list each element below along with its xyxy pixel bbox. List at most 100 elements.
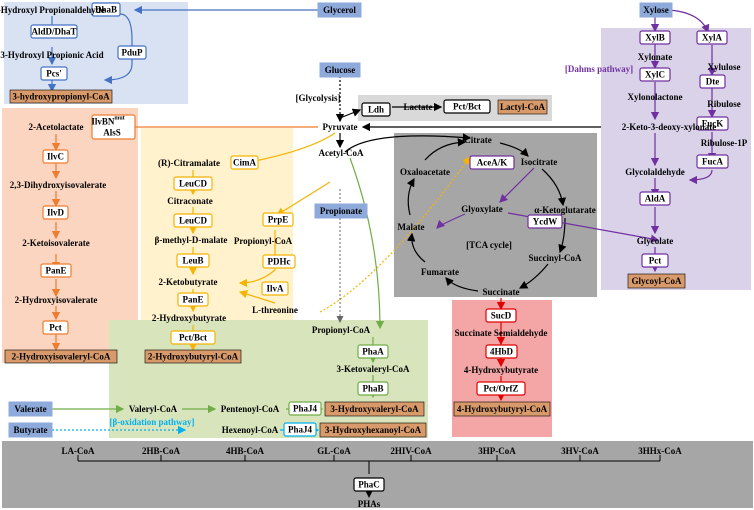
enzyme-phaj4-a: PhaJ4 xyxy=(293,404,318,414)
pct-bct-hb-box xyxy=(170,330,216,345)
edges-glycolysis xyxy=(335,76,601,153)
node-dhiv: 2,3-Dihydroxyisovalerate xyxy=(10,180,107,190)
hp-coa-box xyxy=(9,89,113,104)
node-glycolate: Glycolate xyxy=(637,236,674,246)
leucd-a-box xyxy=(173,176,213,191)
node-glycolysis: [Glycolysis] xyxy=(296,93,341,103)
dhab-box xyxy=(91,2,121,17)
enzyme-dhab: DhaB xyxy=(95,5,117,15)
enzyme-pdup: PduP xyxy=(121,48,143,58)
node-phas: PHAs xyxy=(358,499,381,509)
node-mdm: β-methyl-D-malate xyxy=(155,235,228,245)
edges-2hiv xyxy=(51,122,318,352)
node-beta-ox: [β-oxidation pathway] xyxy=(110,417,195,427)
node-kiv: 2-Ketoisovalerate xyxy=(22,238,89,248)
ilvd-box xyxy=(42,205,69,220)
node-pentenoyl-coa: Pentenoyl-CoA xyxy=(221,404,280,414)
alda-box xyxy=(639,191,671,206)
node-citramalate: (R)-Citramalate xyxy=(158,158,220,168)
valerate-box xyxy=(8,401,53,417)
node-hb4: 4-Hydroxybutyrate xyxy=(464,365,538,375)
enzyme-pct-gly: Pct xyxy=(649,256,662,266)
node-hb4-coa-s: 4HB-CoA xyxy=(226,446,265,456)
enzyme-pct-bct-lac: Pct/Bct xyxy=(453,102,481,112)
node-fumarate: Fumarate xyxy=(421,267,459,277)
enzyme-pct-a: Pct xyxy=(49,323,62,333)
node-hexenoyl-coa: Hexenoyl-CoA xyxy=(222,425,279,435)
phaa-box xyxy=(357,344,389,359)
ilva-box xyxy=(261,281,289,296)
glucose-box xyxy=(319,62,361,78)
enzyme-pcs: Pcs' xyxy=(46,69,62,79)
fuca-box xyxy=(696,154,729,169)
node-ribulose1p: Ribulose-1P xyxy=(701,138,748,148)
pdhc-box xyxy=(262,254,296,269)
phaj4-a-box xyxy=(288,401,322,416)
node-glyoxylate: Glyoxylate xyxy=(461,204,503,214)
node-oxaloacetate: Oxaloacetate xyxy=(400,167,450,177)
node-glycerol: Glycerol xyxy=(323,5,356,15)
leucd-b-box xyxy=(173,213,213,228)
node-lactyl-coa: Lactyl-CoA xyxy=(500,102,545,112)
node-acetolactate: 2-Acetolactate xyxy=(29,122,84,132)
pct-bct-lac-box xyxy=(443,99,491,114)
pcs-box xyxy=(40,66,68,81)
xylc-box xyxy=(639,67,671,82)
enzyme-boxes xyxy=(30,2,729,492)
prpe-box xyxy=(262,212,294,227)
panel-3hp xyxy=(4,2,188,104)
node-glucose: Glucose xyxy=(325,65,356,75)
enzyme-pdhc: PDHc xyxy=(268,257,291,267)
acea-box xyxy=(469,155,515,170)
ldh-box xyxy=(361,102,391,117)
enzyme-pct-orfz: Pct/OrfZ xyxy=(484,384,519,394)
node-hb4-coa: 4-Hydroxybutyryl-CoA xyxy=(457,404,548,414)
enzyme-ilva: IlvA xyxy=(266,284,284,294)
hhx-coa-box xyxy=(319,422,427,438)
node-pyruvate: Pyruvate xyxy=(323,122,358,132)
node-hp-ald: 3-Hydroxyl Propionaldehyde xyxy=(0,5,105,15)
node-ssa: Succinate Semialdehyde xyxy=(455,328,548,338)
pdup-box xyxy=(117,45,147,60)
node-la-coa: LA-CoA xyxy=(62,446,95,456)
enzyme-dte: Dte xyxy=(706,77,720,87)
hiv-coa-box xyxy=(4,349,118,364)
node-xylulose: Xylulose xyxy=(707,62,740,72)
metabolite-labels: 3-Hydroxyl Propionaldehyde 3-Hydroxyl Pr… xyxy=(0,5,748,509)
node-malate: Malate xyxy=(398,222,425,232)
enzyme-ilvbn: IlvBNmut xyxy=(91,116,124,127)
product-boxes xyxy=(4,89,686,438)
enzyme-phaj4-b: PhaJ4 xyxy=(288,425,313,435)
enzyme-xylb: XylB xyxy=(645,33,665,43)
xyla-box xyxy=(696,30,728,45)
pct-a-box xyxy=(42,320,69,335)
node-glycolaldehyde: Glycolaldehyde xyxy=(625,167,685,177)
node-xylonate: Xylonate xyxy=(638,52,673,62)
edges-dahms xyxy=(650,9,717,273)
enzyme-acea: AceA/K xyxy=(477,158,508,168)
sucd-box xyxy=(485,308,517,323)
node-propionyl-coa-a: Propionyl-CoA xyxy=(234,236,293,246)
node-hb: 2-Hydroxybutyrate xyxy=(152,313,226,323)
panel-3hv-3hhx xyxy=(109,320,428,438)
xylose-box xyxy=(639,2,673,18)
phac-box xyxy=(353,477,385,492)
enzyme-ilvd: IlvD xyxy=(47,208,65,218)
edges-tca xyxy=(406,138,567,292)
node-kv: 3-Ketovaleryl-CoA xyxy=(337,364,410,374)
node-hp-coa: 3-hydroxypropionyl-CoA xyxy=(12,92,110,102)
node-butyrate: Butyrate xyxy=(14,425,48,435)
ilvc-box xyxy=(42,149,69,164)
fuck-box xyxy=(696,116,729,131)
node-kdx: 2-Keto-3-deoxy-xylonate xyxy=(622,122,716,132)
node-ribulose: Ribulose xyxy=(707,99,741,109)
ilvbn-box xyxy=(91,114,136,140)
node-hiv-coa: 2-Hydroxyisovaleryl-CoA xyxy=(12,352,111,362)
node-xylose: Xylose xyxy=(643,5,669,15)
node-xylonolactone: Xylonolactone xyxy=(628,92,683,102)
enzyme-prpe: PrpE xyxy=(268,215,289,225)
edges-2hb xyxy=(188,132,471,352)
butyrate-box xyxy=(8,422,53,438)
enzyme-ilvc: IlvC xyxy=(47,152,64,162)
